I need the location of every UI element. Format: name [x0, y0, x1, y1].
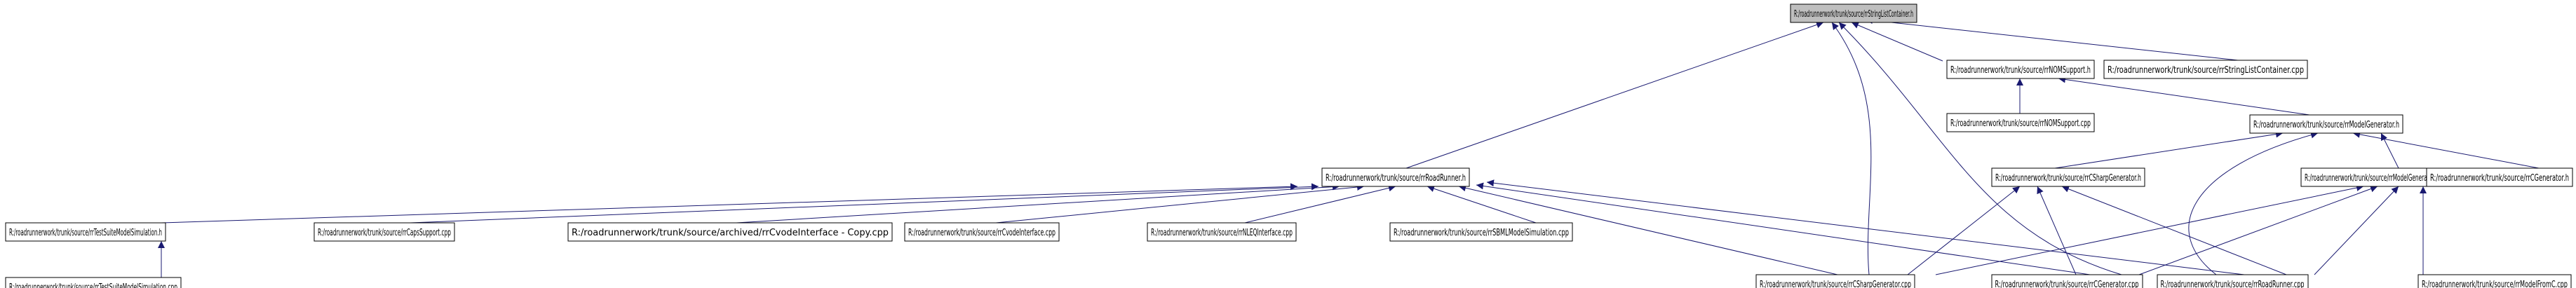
- edges: [158, 17, 2540, 277]
- edge-testsuite-h-to-roadrunner-h: [161, 183, 1298, 224]
- node-label: R:/roadrunnerwork/trunk/source/rrCvodeIn…: [908, 228, 1056, 238]
- nodes: R:/roadrunnerwork/trunk/source/rrStringL…: [5, 4, 2573, 288]
- edge-csharpgen-cpp-to-root: [1831, 22, 1872, 275]
- node-strlist-cpp[interactable]: R:/roadrunnerwork/trunk/source/rrStringL…: [2103, 60, 2308, 79]
- node-label: R:/roadrunnerwork/trunk/source/rrCGenera…: [1995, 280, 2139, 288]
- edge-cgen-cpp-to-csharpgen-h: [2037, 186, 2077, 275]
- node-roadrunner-cpp[interactable]: R:/roadrunnerwork/trunk/source/rrRoadRun…: [2157, 274, 2309, 288]
- edge-roadrunner-cpp-to-roadrunner-h: [1486, 179, 2245, 275]
- node-cgen-h[interactable]: R:/roadrunnerwork/trunk/source/rrCGenera…: [2426, 167, 2573, 187]
- node-testsuite-cpp[interactable]: R:/roadrunnerwork/trunk/source/rrTestSui…: [5, 277, 182, 288]
- node-label: R:/roadrunnerwork/trunk/source/rrRoadRun…: [1326, 173, 1466, 184]
- node-label: R:/roadrunnerwork/trunk/source/rrModelGe…: [2305, 173, 2445, 184]
- node-roadrunner-h[interactable]: R:/roadrunnerwork/trunk/source/rrRoadRun…: [1321, 167, 1470, 187]
- node-nom-cpp[interactable]: R:/roadrunnerwork/trunk/source/rrNOMSupp…: [1946, 113, 2095, 132]
- node-label: R:/roadrunnerwork/trunk/source/rrTestSui…: [9, 282, 177, 288]
- edge-capssupport-to-roadrunner-h: [410, 183, 1319, 224]
- node-sbml-cpp[interactable]: R:/roadrunnerwork/trunk/source/rrSBMLMod…: [1389, 222, 1573, 242]
- node-cvode-copy-cpp[interactable]: R:/roadrunnerwork/trunk/source/archived/…: [567, 222, 893, 242]
- edge-cvode-to-roadrunner-h: [995, 184, 1365, 224]
- node-modelfromc-cpp[interactable]: R:/roadrunnerwork/trunk/source/rrModelFr…: [2417, 274, 2572, 288]
- node-label: R:/roadrunnerwork/trunk/source/rrNLEQInt…: [1151, 228, 1293, 238]
- edge-cgen-h-to-modelgen-h: [2380, 132, 2399, 169]
- edge-csharpgen-cpp-to-roadrunner-h: [1458, 184, 1838, 275]
- node-label: R:/roadrunnerwork/trunk/source/rrCapsSup…: [318, 228, 451, 238]
- node-capssupport-cpp[interactable]: R:/roadrunnerwork/trunk/source/rrCapsSup…: [313, 222, 455, 242]
- node-label: R:/roadrunnerwork/trunk/source/rrCSharpG…: [1995, 173, 2141, 184]
- edge-cgen-cpp-to-roadrunner-h: [1476, 182, 2091, 275]
- edge-strlist-cpp-to-root: [1865, 17, 2245, 62]
- edge-sbml-to-roadrunner-h: [1427, 185, 1537, 224]
- node-label: R:/roadrunnerwork/trunk/source/archived/…: [572, 228, 889, 238]
- edge-csharpgen-h-to-modelgen-h: [2054, 130, 2284, 169]
- node-cgen-cpp[interactable]: R:/roadrunnerwork/trunk/source/rrCGenera…: [1991, 274, 2143, 288]
- edge-roadrunner-h-to-root: [1405, 21, 1824, 169]
- node-cvode-cpp[interactable]: R:/roadrunnerwork/trunk/source/rrCvodeIn…: [904, 222, 1060, 242]
- edge-nom-h-to-root: [1851, 22, 1943, 62]
- edge-roadrunner-cpp-to-csharpgen-h: [2061, 186, 2287, 275]
- edge-roadrunner-cpp-to-cgen-h: [2314, 186, 2399, 275]
- node-label: R:/roadrunnerwork/trunk/source/rrCGenera…: [2430, 173, 2569, 184]
- edge-roadrunner-cpp-to-modelgen-h: [2188, 131, 2319, 275]
- edge-cgen-cpp-to-cgen-h: [2138, 185, 2378, 275]
- node-label: R:/roadrunnerwork/trunk/source/rrStringL…: [2108, 65, 2304, 76]
- node-label: R:/roadrunnerwork/trunk/source/rrModelGe…: [2253, 120, 2399, 130]
- edge-modelgen-h-to-nom-h: [2058, 76, 2315, 116]
- node-label: R:/roadrunnerwork/trunk/source/rrRoadRun…: [2161, 280, 2305, 288]
- edge-csharpgen-cpp-to-csharpgen-h: [1907, 186, 2021, 275]
- edge-nleq-to-roadrunner-h: [1244, 184, 1396, 224]
- node-label: R:/roadrunnerwork/trunk/source/rrModelFr…: [2422, 280, 2568, 288]
- node-label: R:/roadrunnerwork/trunk/source/rrTestSui…: [9, 228, 162, 238]
- node-csharpgen-h[interactable]: R:/roadrunnerwork/trunk/source/rrCSharpG…: [1991, 167, 2145, 187]
- node-csharpgen-cpp[interactable]: R:/roadrunnerwork/trunk/source/rrCSharpG…: [1755, 274, 1915, 288]
- node-modelgen-h[interactable]: R:/roadrunnerwork/trunk/source/rrModelGe…: [2249, 114, 2403, 134]
- edge-modelgen-cpp-to-modelgen-h: [2352, 130, 2540, 169]
- node-nleq-cpp[interactable]: R:/roadrunnerwork/trunk/source/rrNLEQInt…: [1147, 222, 1297, 242]
- node-label: R:/roadrunnerwork/trunk/source/rrSBMLMod…: [1394, 228, 1569, 238]
- edge-csharpgen-cpp-to-cgen-h: [1935, 184, 2364, 275]
- edge-cvode-copy-to-roadrunner-h: [736, 183, 1340, 224]
- node-label: R:/roadrunnerwork/trunk/source/rrNOMSupp…: [1950, 118, 2091, 129]
- node-testsuite-h[interactable]: R:/roadrunnerwork/trunk/source/rrTestSui…: [5, 222, 166, 242]
- node-label: R:/roadrunnerwork/trunk/source/rrStringL…: [1794, 9, 1913, 20]
- node-label: R:/roadrunnerwork/trunk/source/rrCSharpG…: [1760, 280, 1911, 288]
- node-label: R:/roadrunnerwork/trunk/source/rrNOMSupp…: [1950, 65, 2091, 76]
- node-nom-h[interactable]: R:/roadrunnerwork/trunk/source/rrNOMSupp…: [1946, 60, 2095, 79]
- node-root[interactable]: R:/roadrunnerwork/trunk/source/rrStringL…: [1790, 4, 1917, 23]
